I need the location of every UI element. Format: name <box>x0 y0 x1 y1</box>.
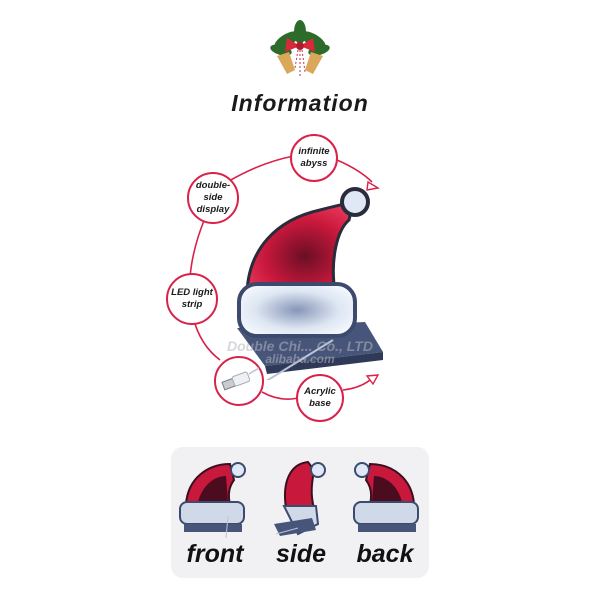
view-label-side: side <box>275 540 327 568</box>
page-title: Information <box>231 90 369 116</box>
feature-acrylic-base: Acrylic base <box>296 374 344 422</box>
front-view-image <box>179 462 246 539</box>
back-view-image <box>353 462 419 532</box>
feature-led-light-strip: LED light strip <box>166 273 218 325</box>
christmas-bells-bow-icon <box>270 20 330 78</box>
arrow-head-icon <box>365 374 380 386</box>
feature-label: side <box>203 192 223 203</box>
feature-double-side-display: double- side display <box>187 172 239 224</box>
watermark-company: Double Chi... Co., LTD <box>227 338 373 354</box>
arrow-head-icon <box>366 180 380 191</box>
feature-label: display <box>196 204 230 215</box>
santa-hat-infinity-mirror-image <box>237 187 383 380</box>
christmas-ornament <box>265 18 335 82</box>
feature-label: abyss <box>300 158 328 169</box>
view-label-front: front <box>186 540 244 568</box>
feature-label: base <box>309 398 331 409</box>
feature-label: Acrylic <box>304 386 336 397</box>
side-view-image <box>274 460 326 536</box>
feature-label: strip <box>181 299 203 310</box>
feature-label: LED light <box>171 287 213 298</box>
feature-label: double- <box>195 180 231 191</box>
view-label-back: back <box>356 540 414 568</box>
usb-plug-icon <box>221 367 259 391</box>
feature-infinite-abyss: infinite abyss <box>290 134 338 182</box>
feature-usb-connector <box>214 356 264 406</box>
feature-label: infinite <box>298 146 330 157</box>
watermark-site: alibaba.com <box>265 352 335 366</box>
